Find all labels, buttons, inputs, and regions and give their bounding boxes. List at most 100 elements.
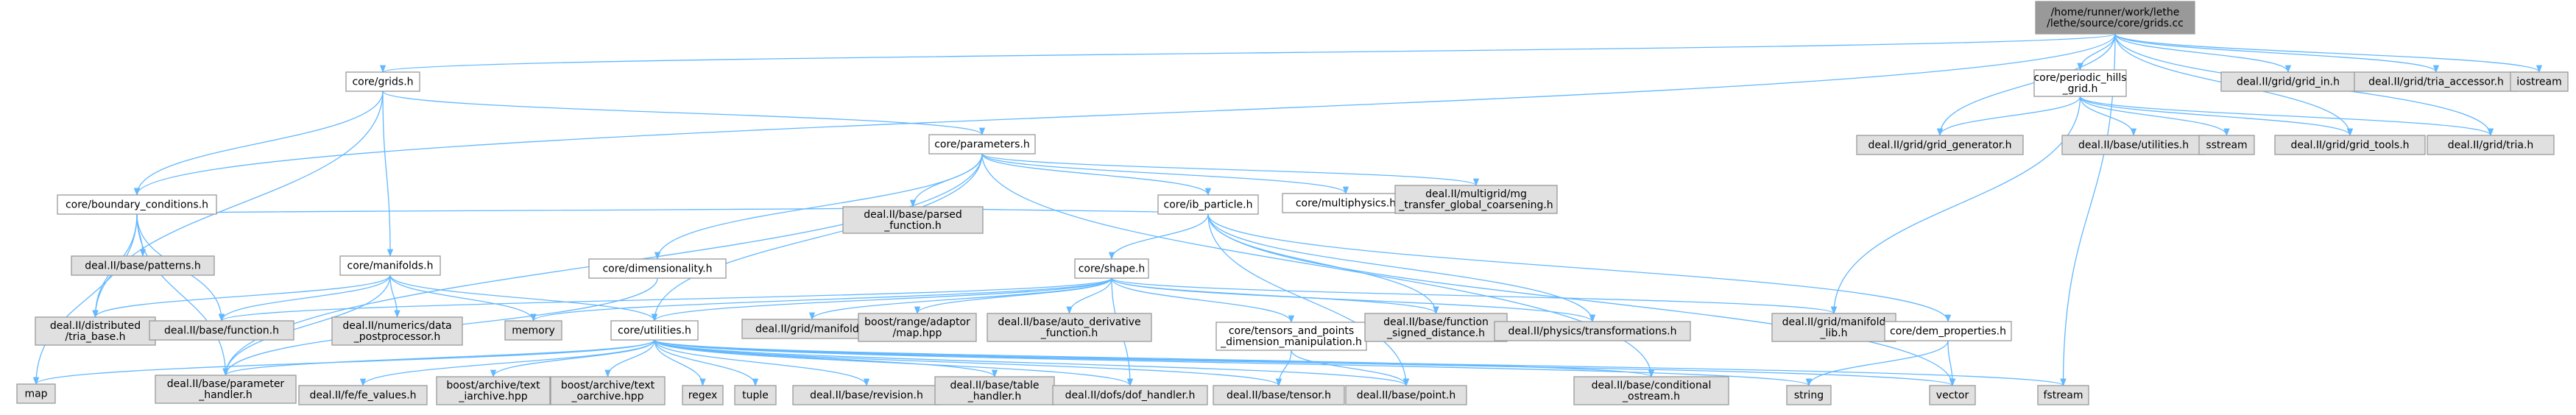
node-box <box>1573 376 1729 405</box>
node-label-line: core/grids.h <box>352 77 413 88</box>
edge-line <box>382 91 394 258</box>
node-shape[interactable]: core/shape.h <box>1074 258 1149 279</box>
node-box <box>1394 185 1558 214</box>
edge-line <box>382 91 985 136</box>
node-tensors_points[interactable]: core/tensors_and_points_dimension_manipu… <box>1215 322 1367 351</box>
edge-dem_properties-to-string <box>1805 340 1949 387</box>
node-box <box>1052 385 1208 405</box>
node-grids_h[interactable]: core/grids.h <box>345 71 420 92</box>
edge-line <box>654 339 706 387</box>
node-label-line: core/utilities.h <box>618 325 691 337</box>
node-dem_properties[interactable]: core/dem_properties.h <box>1884 321 2012 341</box>
edge-grids_cc-to-tria_accessor <box>2114 33 2440 74</box>
node-base_tensor: deal.II/base/tensor.h <box>1213 385 1345 405</box>
node-tria_accessor: deal.II/grid/tria_accessor.h <box>2354 71 2519 92</box>
node-box <box>1074 258 1149 279</box>
node-multiphysics[interactable]: core/multiphysics.h <box>1282 193 1410 213</box>
node-map: map <box>16 383 56 404</box>
node-manifolds[interactable]: core/manifolds.h <box>339 255 441 276</box>
node-box <box>345 71 420 92</box>
edge-parameters-to-multiphysics <box>981 153 1349 195</box>
edge-line <box>2114 33 2440 74</box>
node-box <box>682 385 724 405</box>
node-tuple: tuple <box>734 385 777 405</box>
node-sstream: sstream <box>2198 135 2255 155</box>
edge-grids_h-to-manifolds <box>382 91 394 258</box>
edge-utilities-to-text_oarchive <box>604 339 655 378</box>
node-box <box>1884 321 2012 341</box>
node-label-line: string <box>1794 390 1824 402</box>
node-function_signed: deal.II/base/function_signed_distance.h <box>1364 313 1508 342</box>
node-label-line: core/manifolds.h <box>347 260 434 272</box>
node-text_oarchive: boost/archive/text_oarchive.hpp <box>550 376 666 405</box>
edge-ib_particle-to-physics_transform <box>1207 213 1596 323</box>
node-base_function: deal.II/base/function.h <box>149 320 294 341</box>
node-box <box>2037 385 2089 405</box>
edge-tensors_points-to-base_point <box>1291 350 1410 387</box>
edge-line <box>1111 277 1837 315</box>
node-box <box>2035 1 2195 35</box>
edge-ib_particle-to-shape <box>1108 213 1209 260</box>
edge-manifolds-to-base_function <box>218 274 391 322</box>
edge-line <box>2079 96 2354 137</box>
node-box <box>1282 193 1410 213</box>
edge-grids_cc-to-grid_generator <box>1936 33 2116 137</box>
node-table_handler: deal.II/base/table_handler.h <box>934 376 1055 405</box>
edge-manifolds-to-distributed_tria_base <box>92 274 391 319</box>
node-label-line: deal.II/base/point.h <box>1357 390 1456 402</box>
node-label-line: /lethe/source/core/grids.cc <box>2047 18 2184 29</box>
node-box <box>504 320 562 341</box>
node-ib_particle[interactable]: core/ib_particle.h <box>1157 194 1259 215</box>
edge-utilities-to-tuple <box>654 339 759 387</box>
edge-line <box>909 153 983 208</box>
node-label-line: deal.II/base/auto_derivative <box>998 316 1140 328</box>
node-dimensionality[interactable]: core/dimensionality.h <box>588 258 727 279</box>
node-label-line: deal.II/physics/transformations.h <box>1508 326 1677 338</box>
node-periodic_hills[interactable]: core/periodic_hills_grid.h <box>2033 69 2127 97</box>
node-label-line: deal.II/grid/tria.h <box>2448 140 2534 152</box>
edge-manifolds-to-numerics_data <box>389 274 400 319</box>
node-parameters[interactable]: core/parameters.h <box>928 134 1036 155</box>
node-label-line: core/dimensionality.h <box>602 263 712 275</box>
node-label-line: deal.II/numerics/data <box>342 320 451 332</box>
edge-line <box>652 277 1112 322</box>
edge-ib_particle-to-base_point <box>1207 213 1410 387</box>
node-tria: deal.II/grid/tria.h <box>2427 135 2555 155</box>
edge-manifolds-to-parameter_handler <box>222 274 391 377</box>
edge-line <box>2114 33 2292 74</box>
node-box <box>550 376 666 405</box>
node-utilities[interactable]: core/utilities.h <box>610 320 699 341</box>
edge-utilities-to-table_handler <box>654 339 998 378</box>
edge-parameters-to-mg_transfer <box>981 153 1479 187</box>
node-label-line: deal.II/base/parsed <box>864 209 962 221</box>
node-label-line: _signed_distance.h <box>1386 327 1485 339</box>
edge-ib_particle-to-dem_properties <box>1207 213 1952 323</box>
node-label-line: /map.hpp <box>893 327 942 339</box>
node-label-line: _oarchive.hpp <box>571 391 643 402</box>
node-boost_range: boost/range/adaptor/map.hpp <box>858 313 977 342</box>
edge-shape-to-base_function <box>219 277 1112 322</box>
node-box <box>1215 322 1367 351</box>
node-box <box>842 206 984 234</box>
node-parsed_function: deal.II/base/parsed_function.h <box>842 206 984 234</box>
node-box <box>987 313 1152 342</box>
edge-grids_cc-to-boundary_conditions <box>134 33 2116 196</box>
node-label-line: core/tensors_and_points <box>1229 325 1354 337</box>
node-grids_cc[interactable]: /home/runner/work/lethe/lethe/source/cor… <box>2035 1 2195 35</box>
edge-line <box>389 274 537 322</box>
node-parameter_handler: deal.II/base/parameter_handler.h <box>155 375 297 404</box>
node-fstream: fstream <box>2037 385 2089 405</box>
edge-utilities-to-text_iarchive <box>490 339 655 378</box>
node-text_iarchive: boost/archive/text_iarchive.hpp <box>436 376 551 405</box>
edge-dem_properties-to-vector <box>1947 340 1956 387</box>
edge-line <box>654 339 2067 387</box>
node-box <box>734 385 777 405</box>
node-boundary_conditions[interactable]: core/boundary_conditions.h <box>57 194 217 215</box>
node-memory: memory <box>504 320 562 341</box>
node-label-line: deal.II/grid/grid_generator.h <box>1868 140 2011 152</box>
node-label-line: deal.II/grid/manifold.h <box>755 324 869 336</box>
node-box <box>16 383 56 404</box>
edge-line <box>1805 340 1949 387</box>
node-box <box>2274 135 2426 155</box>
edge-line <box>1947 340 1956 387</box>
